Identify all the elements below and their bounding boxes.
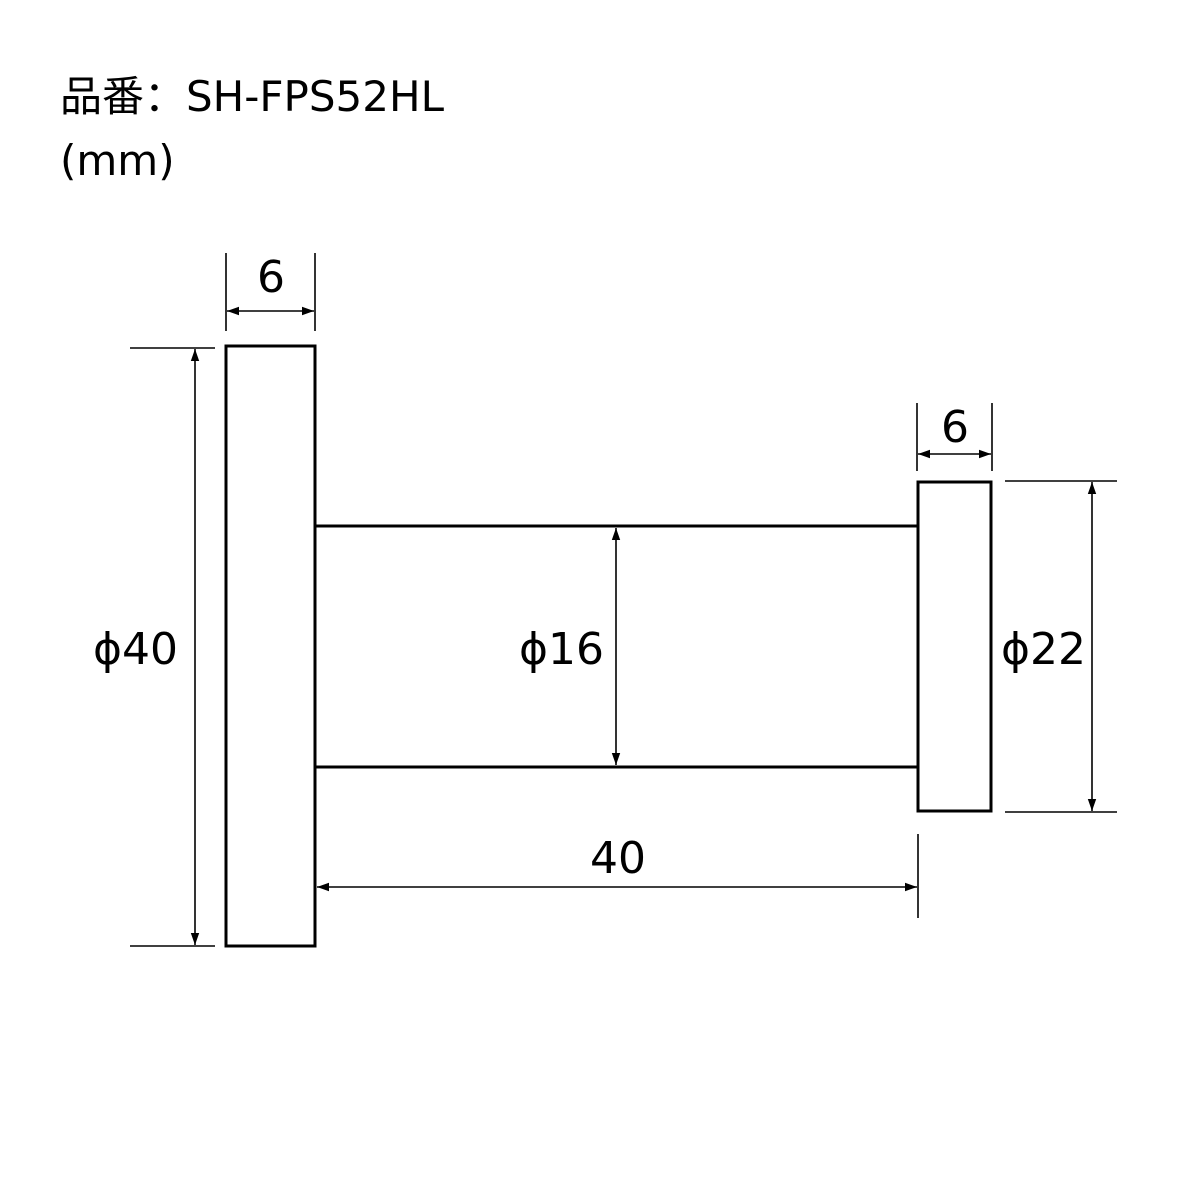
end-cap bbox=[916, 480, 993, 813]
shaft bbox=[316, 524, 918, 769]
dim-label-cap-thickness: 6 bbox=[941, 402, 969, 453]
dim-shaft-diameter: ϕ16 bbox=[519, 528, 621, 765]
dim-label-base-diameter: ϕ40 bbox=[93, 624, 178, 675]
dim-base-diameter: ϕ40 bbox=[93, 347, 215, 947]
dim-cap-diameter: ϕ22 bbox=[1001, 480, 1117, 813]
dim-shaft-length: 40 bbox=[317, 833, 919, 918]
part-number-title: 品番：SH-FPS52HL bbox=[60, 72, 444, 121]
unit-label: (mm) bbox=[60, 136, 175, 185]
dim-label-shaft-diameter: ϕ16 bbox=[519, 624, 604, 675]
dim-label-shaft-length: 40 bbox=[590, 833, 646, 884]
dim-cap-thickness: 6 bbox=[916, 402, 993, 471]
dim-label-base-thickness: 6 bbox=[257, 252, 285, 303]
dim-label-cap-diameter: ϕ22 bbox=[1001, 624, 1086, 675]
dim-base-thickness: 6 bbox=[225, 252, 316, 331]
base-plate bbox=[224, 344, 317, 948]
